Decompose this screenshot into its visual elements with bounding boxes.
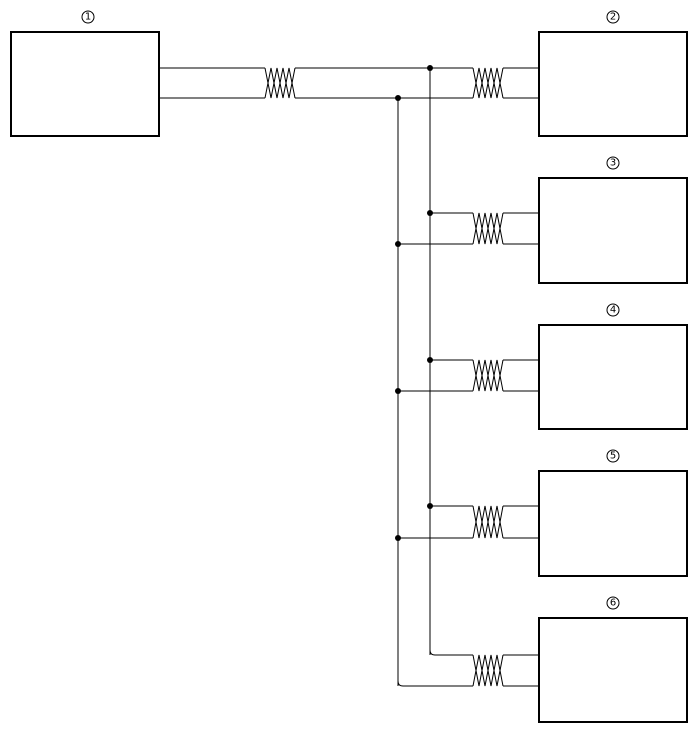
- junction-dot: [427, 503, 433, 509]
- junction-dot: [395, 535, 401, 541]
- junction-dot: [395, 241, 401, 247]
- device-1-label: 1: [85, 12, 91, 23]
- device-4-box: [538, 324, 688, 430]
- device-5-label-circle: [606, 449, 620, 463]
- device-1-label-circle: [81, 10, 95, 24]
- branch-device-5: [398, 505, 539, 539]
- device-3: 3: [538, 156, 688, 284]
- junction-dot: [427, 357, 433, 363]
- device-3-label-circle: [606, 156, 620, 170]
- device-1: 1: [10, 10, 160, 137]
- device-3-box: [538, 177, 688, 284]
- junction-dot: [395, 95, 401, 101]
- branch-device-4: [398, 359, 539, 392]
- main-cable: [159, 67, 430, 99]
- device-5: 5: [538, 449, 688, 577]
- branch-device-2: [398, 67, 539, 99]
- device-6: 6: [538, 596, 688, 723]
- device-5-box: [538, 470, 688, 577]
- device-4-label: 4: [610, 305, 616, 316]
- bus-lines: [397, 68, 431, 686]
- device-3-label: 3: [610, 158, 616, 169]
- device-1-box: [10, 31, 160, 137]
- device-2-box: [538, 31, 688, 137]
- junction-dots: [395, 65, 433, 541]
- device-6-label-circle: [606, 596, 620, 610]
- main-twist: [264, 67, 296, 99]
- device-2: 2: [538, 10, 688, 137]
- device-4: 4: [538, 303, 688, 430]
- junction-dot: [395, 388, 401, 394]
- branch-device-3: [398, 212, 539, 245]
- device-6-label: 6: [610, 598, 616, 609]
- junction-dot: [427, 65, 433, 71]
- junction-dot: [427, 210, 433, 216]
- device-6-box: [538, 617, 688, 723]
- branch-device-6: [397, 649, 539, 687]
- device-2-label: 2: [610, 12, 616, 23]
- device-2-label-circle: [606, 10, 620, 24]
- device-5-label: 5: [610, 451, 616, 462]
- device-4-label-circle: [606, 303, 620, 317]
